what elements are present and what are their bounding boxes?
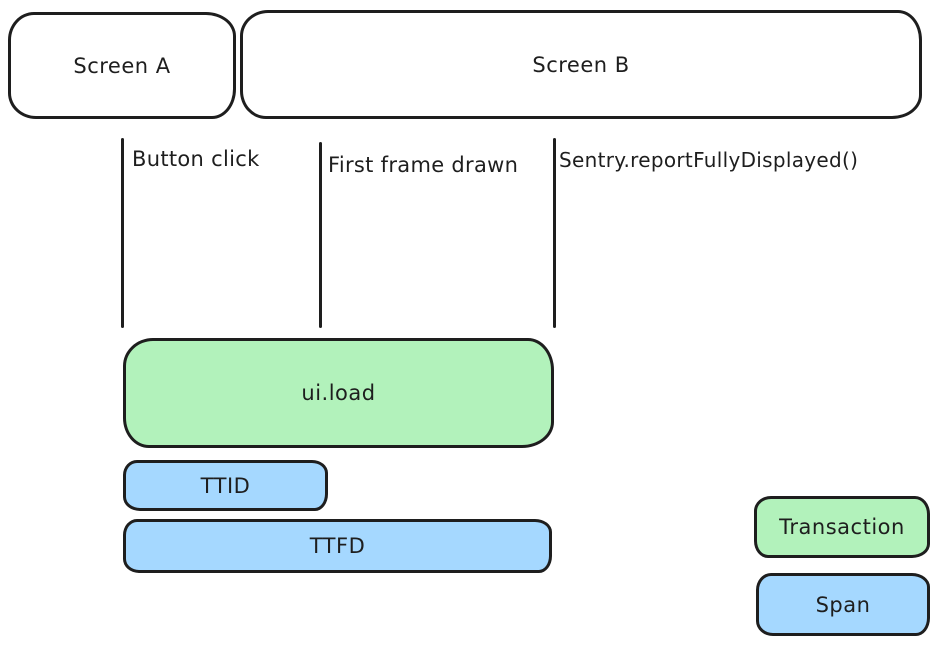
ttid-label: TTID	[200, 473, 251, 498]
ttfd-label: TTFD	[309, 534, 366, 558]
first-frame-drawn-label: First frame drawn	[328, 153, 519, 177]
legend-span-box: Span	[756, 573, 930, 636]
legend-span-label: Span	[815, 592, 871, 617]
button-click-marker-line	[121, 138, 124, 328]
legend-transaction-label: Transaction	[779, 515, 905, 539]
screen-a-box: Screen A	[8, 12, 236, 119]
screen-b-box: Screen B	[240, 10, 922, 119]
legend-transaction-box: Transaction	[754, 496, 930, 558]
report-fully-displayed-label: Sentry.reportFullyDisplayed()	[559, 148, 859, 172]
screen-a-label: Screen A	[73, 53, 171, 78]
ttid-span-bar: TTID	[123, 460, 328, 511]
button-click-label: Button click	[132, 147, 260, 171]
screen-b-label: Screen B	[532, 52, 630, 77]
report-fully-displayed-marker-line	[553, 138, 556, 328]
first-frame-drawn-marker-line	[319, 142, 322, 328]
ttfd-span-bar: TTFD	[123, 519, 552, 573]
ui-load-label: ui.load	[301, 381, 376, 405]
ui-load-transaction-bar: ui.load	[123, 338, 554, 448]
